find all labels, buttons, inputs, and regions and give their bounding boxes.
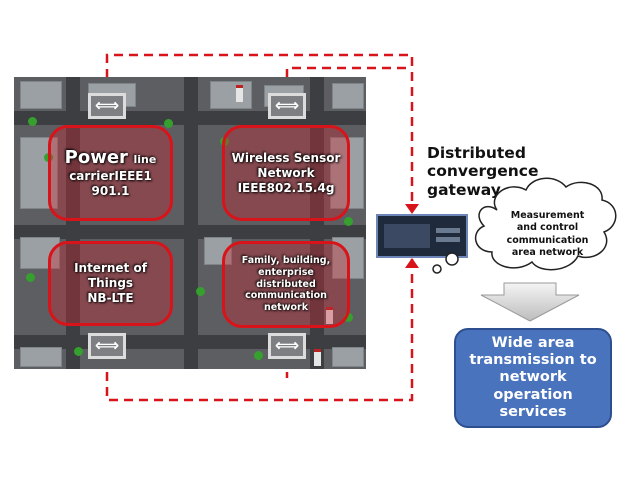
cloud-line-2: and control — [516, 222, 579, 234]
wsn-line-3: IEEE802.15.4g — [237, 180, 335, 195]
family-line-3: distributed — [256, 278, 316, 290]
cloud-line-1: Measurement — [510, 210, 585, 221]
power-line-zone: Power line carrierIEEE1 901.1 — [48, 125, 173, 221]
gateway-label-line-2: convergence — [427, 162, 539, 181]
wan-line-1: Wide area — [491, 335, 575, 352]
gateway-label: Distributed convergence gateway — [427, 144, 538, 199]
gateway-device-image — [376, 214, 468, 258]
bidirectional-arrow-icon: ⟺ — [268, 93, 306, 119]
wsn-line-1: Wireless Sensor — [231, 150, 341, 165]
wan-line-4: operation — [493, 386, 573, 403]
gateway-label-line-3: gateway — [427, 180, 501, 199]
iot-line-3: NB-LTE — [87, 291, 134, 305]
cloud-line-4: area network — [511, 247, 584, 259]
family-line-1: Family, building, — [241, 254, 331, 266]
iot-line-2: Things — [87, 276, 134, 290]
arrowhead-gateway-bottom — [405, 258, 419, 268]
arrowhead-gateway-top — [405, 204, 419, 214]
family-network-zone: Family, building, enterprise distributed… — [222, 241, 350, 328]
wsn-line-2: Network — [257, 165, 315, 180]
top-outer-link — [105, 53, 414, 212]
wide-area-transmission-box: Wide area transmission to network operat… — [454, 328, 612, 428]
bottom-outer-link — [105, 258, 414, 402]
gateway-label-line-1: Distributed — [427, 144, 526, 162]
cloud-line-3: communication — [506, 234, 589, 246]
wan-line-2: transmission to — [469, 352, 597, 369]
power-line-standard-2: 901.1 — [91, 184, 130, 199]
power-line-title: Power line — [64, 146, 157, 168]
wan-line-5: services — [499, 403, 567, 420]
wireless-sensor-network-zone: Wireless Sensor Network IEEE802.15.4g — [222, 125, 350, 221]
iot-line-1: Internet of — [74, 261, 147, 275]
cloud-text: Measurement and control communication ar… — [495, 210, 600, 259]
wan-line-3: network — [499, 369, 567, 386]
family-line-2: enterprise — [258, 266, 314, 278]
family-line-5: network — [263, 302, 309, 314]
internet-of-things-zone: Internet of Things NB-LTE — [48, 241, 173, 326]
family-line-4: communication — [245, 290, 327, 302]
power-line-standard-1: carrierIEEE1 — [69, 169, 152, 184]
bidirectional-arrow-icon: ⟺ — [268, 333, 306, 359]
bidirectional-arrow-icon: ⟺ — [88, 93, 126, 119]
bidirectional-arrow-icon: ⟺ — [88, 333, 126, 359]
